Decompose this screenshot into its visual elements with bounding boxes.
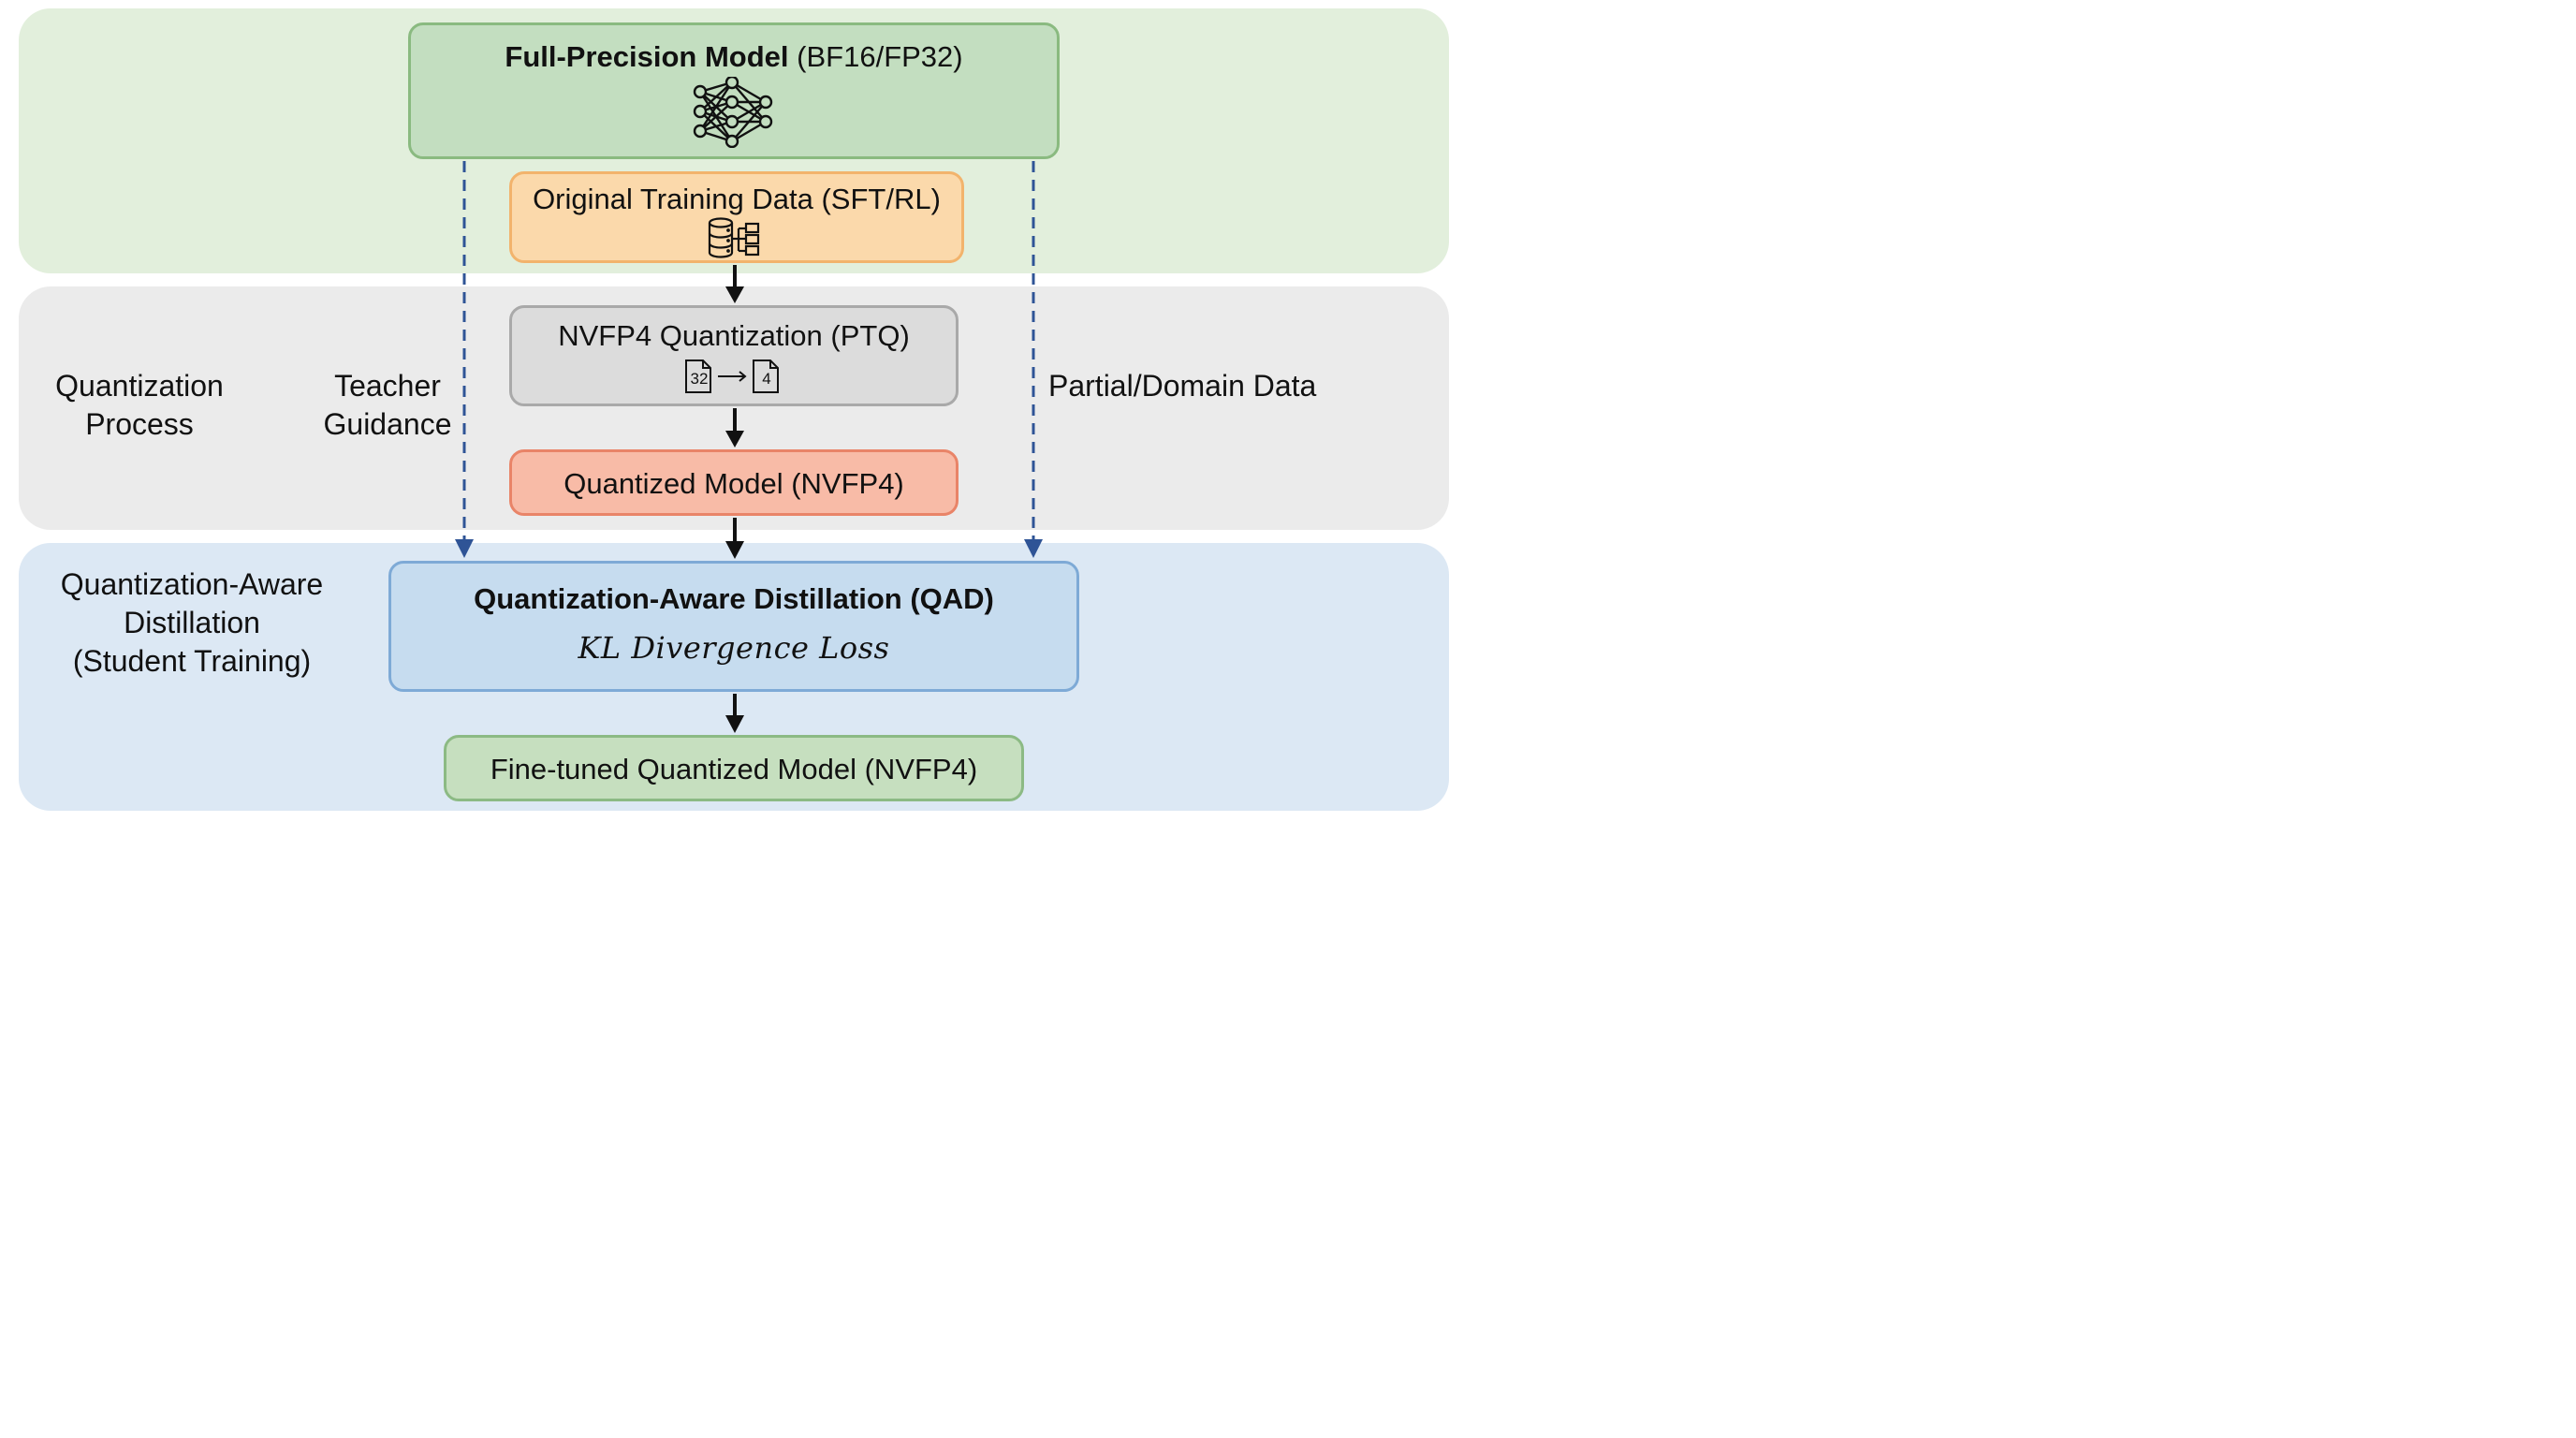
teacher-guidance-arrowhead <box>455 539 474 558</box>
file-conversion-glyph <box>685 360 779 393</box>
quantization-process-label: Quantization Process <box>55 369 224 441</box>
file-32-to-4-icon: 32 4 <box>682 358 785 395</box>
arrows-layer <box>455 161 1043 733</box>
full-precision-model-node[interactable]: Full-Precision Model (BF16/FP32) <box>408 22 1060 159</box>
full-precision-model-title: Full-Precision Model (BF16/FP32) <box>505 40 963 73</box>
qad-node[interactable]: Quantization-Aware Distillation (QAD) KL… <box>388 561 1079 692</box>
training-data-title: Original Training Data (SFT/RL) <box>533 183 941 215</box>
partial-domain-data-label: Partial/Domain Data <box>1048 369 1317 403</box>
fine-tuned-model-title: Fine-tuned Quantized Model (NVFP4) <box>490 753 978 785</box>
arrow-quantized-to-qad-head <box>725 541 744 559</box>
partial-data-arrowhead <box>1024 539 1043 558</box>
qad-title: Quantization-Aware Distillation (QAD) <box>474 582 994 615</box>
fine-tuned-quantized-model-node[interactable]: Fine-tuned Quantized Model (NVFP4) <box>444 735 1024 801</box>
arrow-data-to-ptq-head <box>725 286 744 303</box>
database-tree-icon <box>708 217 760 258</box>
arrow-qad-to-finetuned-head <box>725 715 744 733</box>
from-bits-label: 32 <box>690 370 709 388</box>
arrow-ptq-to-quantized-head <box>725 431 744 448</box>
nvfp4-quantization-ptq-node[interactable]: NVFP4 Quantization (PTQ) 32 4 <box>509 305 959 406</box>
neural-network-icon <box>693 77 773 148</box>
to-bits-label: 4 <box>762 370 771 388</box>
kl-divergence-loss-label: KL Divergence Loss <box>578 630 890 666</box>
quantized-model-node[interactable]: Quantized Model (NVFP4) <box>509 449 959 516</box>
qad-band-label: Quantization-Aware Distillation (Student… <box>60 567 324 678</box>
teacher-guidance-label: Teacher Guidance <box>323 369 452 441</box>
original-training-data-node[interactable]: Original Training Data (SFT/RL) <box>509 171 964 263</box>
quantized-model-title: Quantized Model (NVFP4) <box>564 467 904 500</box>
ptq-title: NVFP4 Quantization (PTQ) <box>558 319 910 352</box>
